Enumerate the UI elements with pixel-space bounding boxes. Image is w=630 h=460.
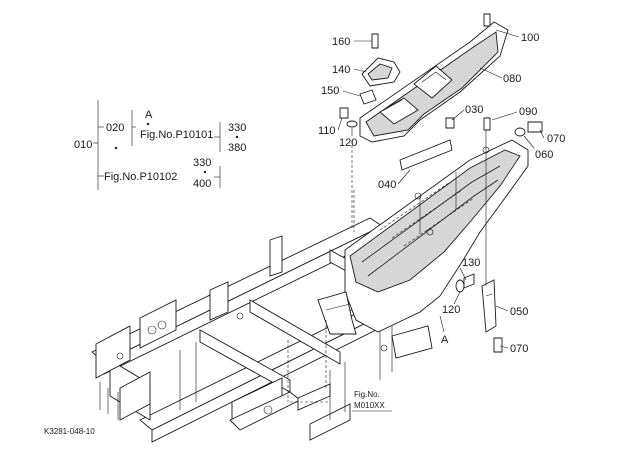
- bracket-030: [399, 139, 453, 171]
- callout-030: 030: [465, 104, 483, 116]
- callout-130: 130: [462, 257, 480, 269]
- callout-060: 060: [535, 149, 553, 161]
- tree-ref-2: Fig.No.P10102: [104, 171, 177, 183]
- tree-ref-1-part-1: 330: [228, 122, 246, 134]
- figure-reference: Fig.No. M010XX: [352, 390, 392, 412]
- callout-050: 050: [510, 306, 528, 318]
- tree-ref-2-part-2: 400: [193, 178, 211, 190]
- callout-100: 100: [521, 32, 539, 44]
- callout-080: 080: [503, 73, 521, 85]
- top-cover: [359, 21, 509, 143]
- assembly-tree: 010 020 A Fig.No.P10101 330 380 Fig.No.P…: [74, 100, 246, 190]
- callout-110: 110: [318, 125, 336, 137]
- callout-040: 040: [378, 179, 396, 191]
- knob-140: [361, 57, 401, 87]
- tree-root-code: 010: [74, 139, 92, 151]
- drawing-code: K3281-048-10: [44, 427, 95, 436]
- callout-070-upper: 070: [547, 133, 565, 145]
- callout-070-lower: 070: [510, 343, 528, 355]
- figure-ref-line2: M010XX: [354, 401, 385, 410]
- tree-ref-1-part-2: 380: [228, 142, 246, 154]
- tree-ref-2-part-1: 330: [193, 157, 211, 169]
- callout-labels: 100 160 140 080 150 030 090 110 120 070 …: [318, 32, 565, 355]
- callout-160: 160: [332, 36, 350, 48]
- callout-150: 150: [321, 85, 339, 97]
- leader-lines: [287, 29, 545, 403]
- clip-150: [359, 89, 377, 105]
- figure-ref-line1: Fig.No.: [354, 390, 380, 399]
- callout-090: 090: [519, 106, 537, 118]
- callout-A: A: [441, 334, 449, 346]
- tree-ref-1: Fig.No.P10101: [140, 129, 213, 141]
- bracket-050: [481, 279, 497, 333]
- fasteners: [339, 13, 543, 353]
- callout-120-lower: 120: [442, 304, 460, 316]
- tree-branch-a-letter: A: [145, 109, 153, 121]
- callout-140: 140: [332, 64, 350, 76]
- tree-branch-a-code: 020: [106, 122, 124, 134]
- callout-120-upper: 120: [339, 137, 357, 149]
- step-cover-body: [317, 139, 529, 335]
